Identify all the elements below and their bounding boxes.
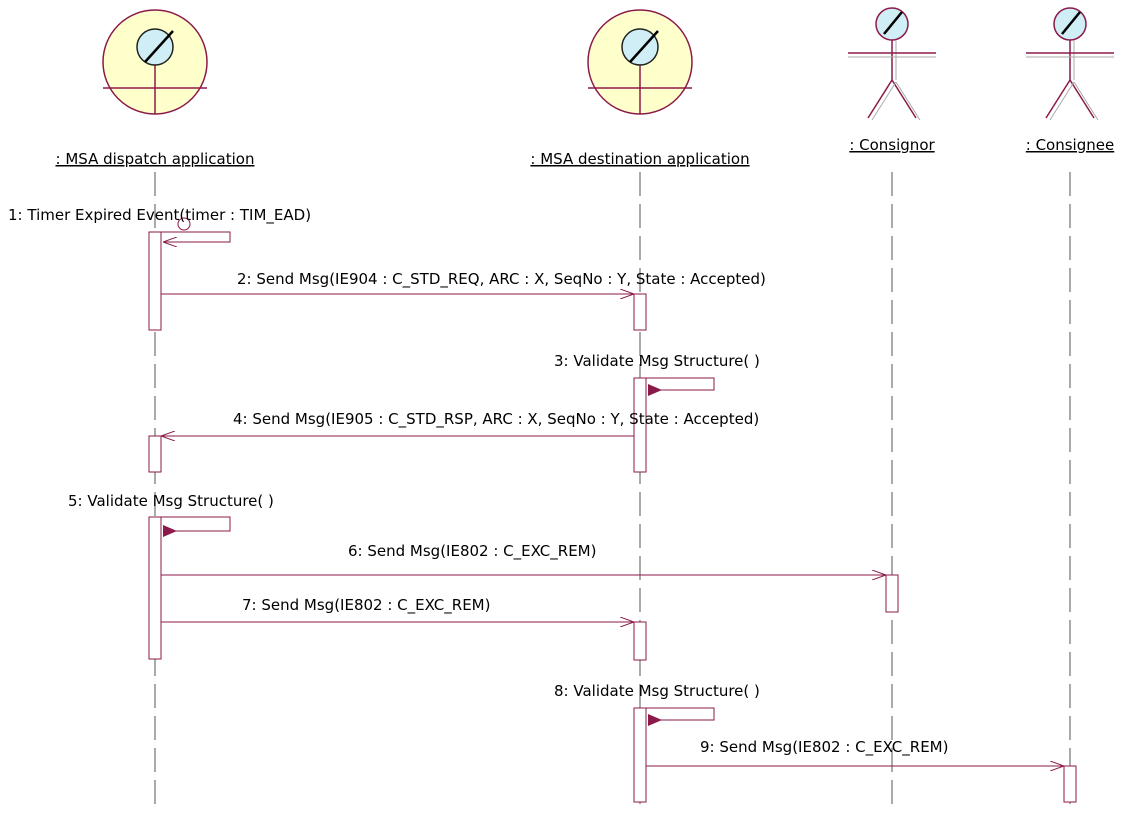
participant-dispatch: : MSA dispatch application xyxy=(56,9,255,168)
activation-bar xyxy=(148,516,162,660)
message-8: 8: Validate Msg Structure( ) xyxy=(554,682,760,726)
participant-label: : MSA destination application xyxy=(530,150,749,168)
participant-label: : Consignor xyxy=(849,136,935,154)
message-label: 9: Send Msg(IE802 : C_EXC_REM) xyxy=(700,738,948,757)
activation-bar xyxy=(633,377,647,473)
message-label: 8: Validate Msg Structure( ) xyxy=(554,682,760,700)
actor-icon xyxy=(848,7,936,121)
message-3: 3: Validate Msg Structure( ) xyxy=(554,352,760,396)
message-4: 4: Send Msg(IE905 : C_STD_RSP, ARC : X, … xyxy=(161,410,759,436)
message-label: 1: Timer Expired Event(timer : TIM_EAD) xyxy=(8,206,311,225)
activation-bar xyxy=(1063,765,1077,803)
participant-destination: : MSA destination application xyxy=(530,9,750,168)
activation-bar xyxy=(633,293,647,331)
participant-label: : MSA dispatch application xyxy=(56,150,255,168)
activation-bar xyxy=(633,707,647,803)
participant-label: : Consignee xyxy=(1026,136,1114,154)
participant-consignor: : Consignor xyxy=(848,7,936,154)
message-9: 9: Send Msg(IE802 : C_EXC_REM) xyxy=(646,738,1064,766)
message-6: 6: Send Msg(IE802 : C_EXC_REM) xyxy=(161,542,886,575)
message-label: 2: Send Msg(IE904 : C_STD_REQ, ARC : X, … xyxy=(237,270,766,289)
message-7: 7: Send Msg(IE802 : C_EXC_REM) xyxy=(161,596,634,622)
message-label: 7: Send Msg(IE802 : C_EXC_REM) xyxy=(242,596,490,615)
control-icon xyxy=(102,9,208,115)
message-label: 4: Send Msg(IE905 : C_STD_RSP, ARC : X, … xyxy=(233,410,759,429)
message-1: 1: Timer Expired Event(timer : TIM_EAD) xyxy=(8,206,311,242)
message-2: 2: Send Msg(IE904 : C_STD_REQ, ARC : X, … xyxy=(161,270,766,294)
activation-bar xyxy=(885,574,899,613)
activation-bar xyxy=(148,435,162,473)
message-5: 5: Validate Msg Structure( ) xyxy=(68,492,274,537)
message-label: 5: Validate Msg Structure( ) xyxy=(68,492,274,510)
message-label: 6: Send Msg(IE802 : C_EXC_REM) xyxy=(348,542,596,561)
message-label: 3: Validate Msg Structure( ) xyxy=(554,352,760,370)
control-icon xyxy=(587,9,693,115)
activation-bar xyxy=(148,231,162,331)
actor-icon xyxy=(1026,7,1114,121)
participant-consignee: : Consignee xyxy=(1026,7,1114,154)
activation-bar xyxy=(633,621,647,661)
